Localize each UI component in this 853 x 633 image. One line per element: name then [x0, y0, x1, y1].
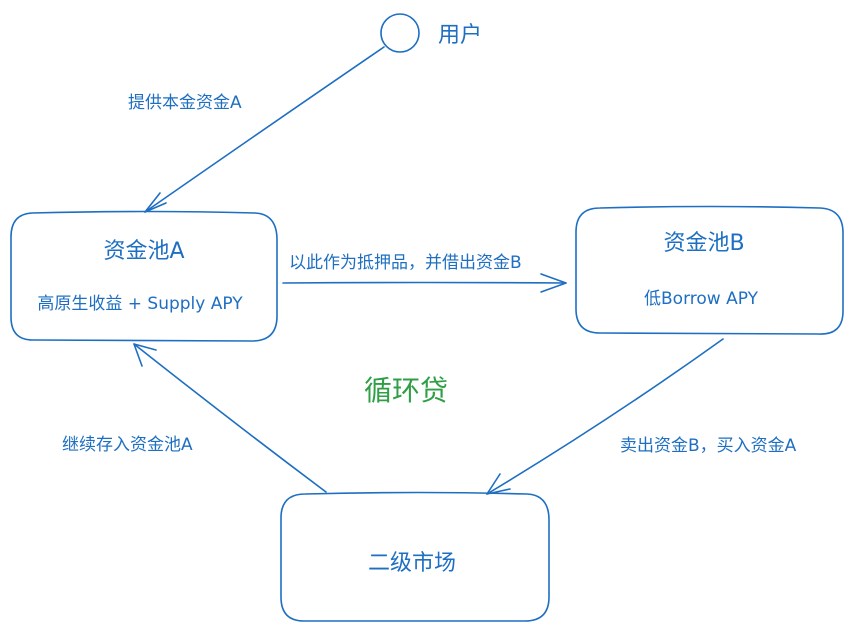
- arrow-market-to-pool-a: [133, 343, 327, 493]
- arrow-pool-b-to-market: [486, 338, 724, 495]
- diagram-title: 循环贷: [364, 374, 448, 407]
- user-node-circle: [380, 13, 420, 53]
- arrow-pool-a-to-pool-b: [282, 273, 567, 293]
- pool-a-desc: 高原生收益 + Supply APY: [37, 294, 243, 314]
- pool-a-title: 资金池A: [103, 239, 184, 264]
- pool-b-desc: 低Borrow APY: [644, 289, 759, 309]
- edge-label-market-to-pool-a: 继续存入资金池A: [62, 435, 193, 455]
- market-node: [280, 491, 550, 622]
- market-title: 二级市场: [368, 551, 456, 576]
- user-label: 用户: [438, 23, 482, 48]
- pool-a-node: [10, 210, 278, 342]
- edge-label-pool-b-to-market: 卖出资金B，买入资金A: [620, 436, 797, 456]
- arrow-user-to-pool-a: [144, 46, 385, 213]
- pool-b-node: [575, 205, 844, 335]
- edge-label-user-to-pool-a: 提供本金资金A: [128, 93, 242, 113]
- pool-b-title: 资金池B: [663, 231, 744, 256]
- edge-label-pool-a-to-pool-b: 以此作为抵押品，并借出资金B: [289, 253, 522, 273]
